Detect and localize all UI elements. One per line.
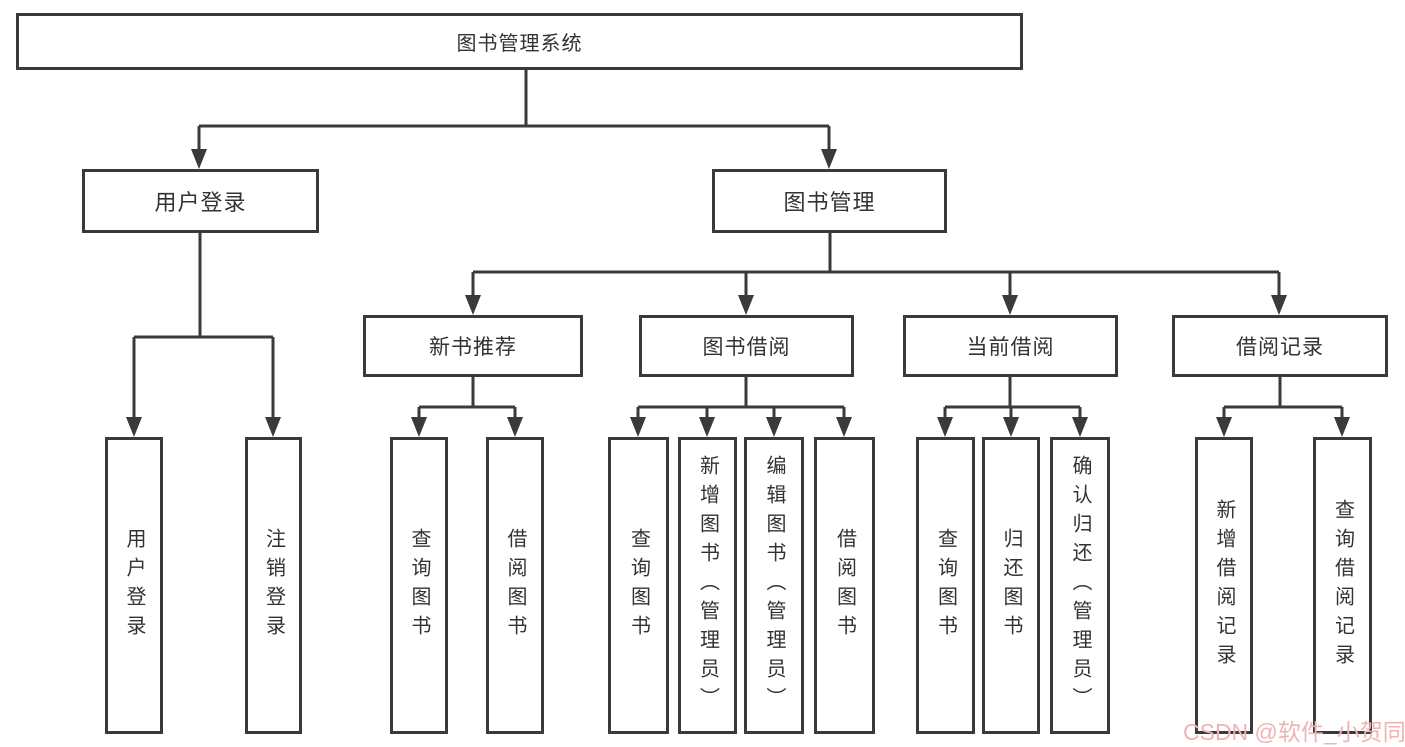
leaf-borrow-book: 借阅图书 bbox=[814, 437, 875, 734]
leaf-current-query-book: 查询图书 bbox=[916, 437, 975, 734]
node-borrow-record: 借阅记录 bbox=[1172, 315, 1388, 377]
node-book-borrow: 图书借阅 bbox=[639, 315, 854, 377]
leaf-rec-borrow-book: 借阅图书 bbox=[486, 437, 544, 734]
leaf-user-login: 用户登录 bbox=[105, 437, 163, 734]
leaf-borrow-query-book: 查询图书 bbox=[608, 437, 669, 734]
node-new-book-recommend: 新书推荐 bbox=[363, 315, 583, 377]
node-current-borrow: 当前借阅 bbox=[903, 315, 1118, 377]
leaf-borrow-book-label: 借阅图书 bbox=[833, 527, 856, 644]
node-book-management-branch: 图书管理 bbox=[712, 169, 947, 233]
leaf-logout: 注销登录 bbox=[245, 437, 302, 734]
leaf-query-borrow-record-label: 查询借阅记录 bbox=[1331, 498, 1354, 673]
leaf-rec-query-book: 查询图书 bbox=[390, 437, 448, 734]
node-root-system: 图书管理系统 bbox=[16, 13, 1023, 70]
leaf-logout-label: 注销登录 bbox=[262, 527, 285, 644]
leaf-borrow-query-book-label: 查询图书 bbox=[627, 527, 650, 644]
leaf-return-book-label: 归还图书 bbox=[1000, 527, 1022, 644]
leaf-confirm-return-admin-label: 确认归还（管理员） bbox=[1069, 455, 1091, 716]
leaf-edit-book-admin-label: 编辑图书（管理员） bbox=[763, 455, 785, 716]
leaf-add-borrow-record: 新增借阅记录 bbox=[1195, 437, 1253, 734]
leaf-rec-query-book-label: 查询图书 bbox=[408, 527, 430, 644]
leaf-return-book: 归还图书 bbox=[982, 437, 1040, 734]
leaf-query-borrow-record: 查询借阅记录 bbox=[1313, 437, 1372, 734]
csdn-watermark: CSDN @软件_小贺同学 bbox=[1183, 719, 1405, 745]
leaf-rec-borrow-book-label: 借阅图书 bbox=[504, 527, 526, 644]
leaf-user-login-label: 用户登录 bbox=[123, 527, 145, 644]
leaf-add-book-admin: 新增图书（管理员） bbox=[678, 437, 737, 734]
leaf-edit-book-admin: 编辑图书（管理员） bbox=[744, 437, 804, 734]
leaf-current-query-book-label: 查询图书 bbox=[934, 527, 957, 644]
leaf-confirm-return-admin: 确认归还（管理员） bbox=[1050, 437, 1110, 734]
node-user-login-branch: 用户登录 bbox=[82, 169, 319, 233]
leaf-add-book-admin-label: 新增图书（管理员） bbox=[696, 455, 719, 716]
leaf-add-borrow-record-label: 新增借阅记录 bbox=[1213, 498, 1235, 673]
